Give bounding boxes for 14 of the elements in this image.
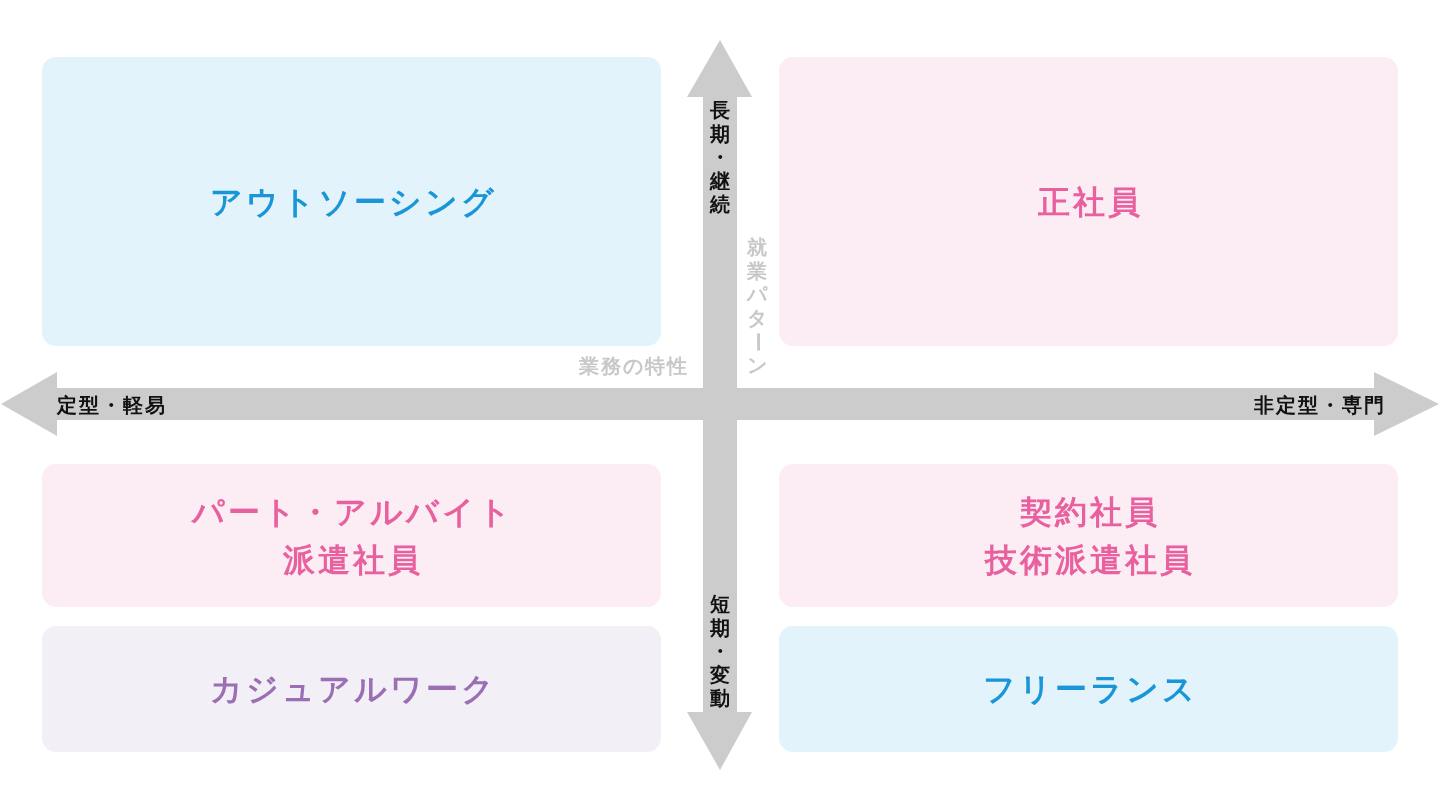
category-label: 派遣社員 xyxy=(282,539,423,581)
category-label: フリーランス xyxy=(981,669,1198,710)
category-box xyxy=(779,626,1398,752)
category-label: アウトソーシング xyxy=(208,181,497,223)
axis-label: 短期・変動 xyxy=(709,593,731,711)
category-label: カジュアルワーク xyxy=(208,669,497,710)
category-box xyxy=(42,57,661,346)
category-label: 正社員 xyxy=(1036,181,1143,223)
axis-label: 非定型・専門 xyxy=(1254,395,1386,415)
axis-label: 長期・継続 xyxy=(709,99,731,217)
axis-label: 定型・軽易 xyxy=(57,395,167,415)
category-label: 契約社員 xyxy=(1019,491,1160,533)
category-label: 技術派遣社員 xyxy=(983,539,1195,581)
category-label: パート・アルバイト xyxy=(190,491,514,533)
